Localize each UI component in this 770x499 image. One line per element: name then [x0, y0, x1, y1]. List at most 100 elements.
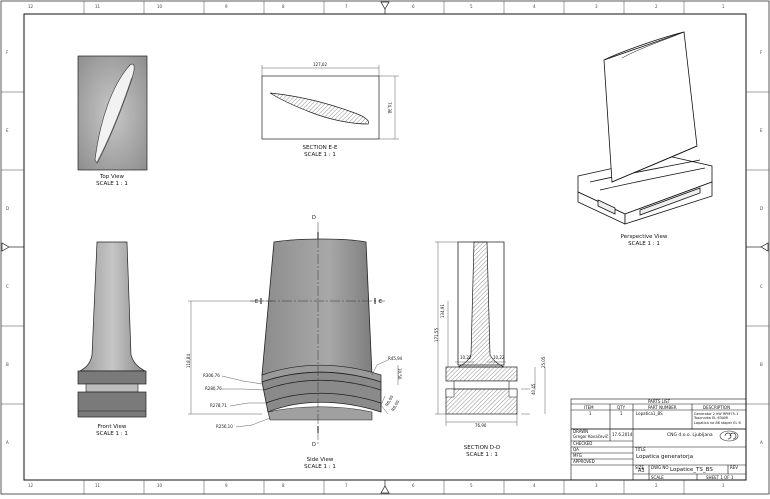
zone-label-right: C	[760, 284, 763, 289]
zone-label-bottom: 2	[655, 483, 658, 488]
dimension-text: 25,05	[541, 356, 546, 368]
section-e-e	[261, 65, 399, 140]
dimension-text: 74,38	[387, 102, 392, 114]
zone-label-top: 10	[157, 4, 163, 9]
parts-list-title: PARTS LIST	[648, 399, 671, 404]
dimension-text: R280,76	[205, 386, 222, 391]
drawing-title: Lopatica generatorja	[636, 454, 694, 460]
zone-label-right: E	[760, 128, 763, 133]
size-value: A3	[638, 468, 645, 474]
dimension-text: 171,55	[434, 328, 439, 342]
company-name: CNG d.o.o. Ljubljana	[667, 433, 713, 438]
zone-label-top: 12	[28, 4, 34, 9]
approved-label: APPROVED	[573, 459, 595, 464]
zone-label-left: C	[6, 284, 9, 289]
dimension-text: R278,71	[210, 403, 227, 408]
parts-list-cell: Lopatica1_BS	[636, 411, 663, 416]
parts-list-header-item: ITEM	[584, 405, 594, 410]
section-d-d-title: SECTION D-D	[463, 445, 501, 451]
parts-list-header-qty: QTY	[617, 405, 626, 410]
zone-label-top: 3	[595, 4, 598, 9]
cut-label-e-left: E	[255, 299, 259, 305]
front-view-label: Front View SCALE 1 : 1	[82, 424, 142, 437]
parts-list-header-description: DESCRIPTION	[703, 405, 731, 410]
drawn-label: DRAWN	[573, 429, 589, 434]
dimension-text: 10,22	[493, 355, 505, 360]
top-view-scale: SCALE 1 : 1	[96, 180, 128, 187]
side-view-label: Side View SCALE 1 : 1	[290, 457, 350, 470]
dimension-text: 118,84	[186, 354, 191, 368]
perspective-view-scale: SCALE 1 : 1	[628, 240, 660, 247]
parts-list-cell: 1	[620, 411, 623, 416]
section-e-e-scale: SCALE 1 : 1	[304, 151, 336, 158]
drawn-by: Gregor Kovačevič	[573, 434, 609, 439]
front-view	[77, 241, 147, 418]
zone-label-left: F	[6, 50, 9, 55]
zone-label-top: 9	[225, 4, 228, 9]
side-view	[188, 222, 399, 445]
rev-label: REV	[730, 465, 739, 470]
dwg-no-label: DWG NO	[651, 465, 669, 470]
parts-list-cell: 1	[589, 411, 592, 416]
zone-label-top: 11	[95, 4, 101, 9]
zone-label-right: D	[760, 206, 764, 211]
dimension-text: R306,76	[203, 373, 220, 378]
zone-label-top: 8	[282, 4, 285, 9]
zone-label-top: 2	[655, 4, 658, 9]
dimension-text: R45,94	[388, 356, 403, 361]
parts-list-cell: Generator 2 kW RPM75-1 Toscnnika EL 63AM…	[694, 412, 741, 425]
perspective-view-label: Perspective View SCALE 1 : 1	[614, 234, 674, 247]
front-view-title: Front View	[97, 424, 127, 430]
section-d-d	[435, 241, 546, 426]
title-label: TITLE	[635, 447, 646, 452]
section-e-e-title: SECTION E-E	[302, 145, 338, 151]
section-d-d-scale: SCALE 1 : 1	[466, 451, 498, 458]
section-e-e-label: SECTION E-E SCALE 1 : 1	[290, 145, 350, 158]
dimension-text: 10,22	[460, 355, 472, 360]
zone-label-bottom: 4	[533, 483, 536, 488]
zone-label-right: B	[760, 362, 763, 367]
zone-label-top: 1	[722, 4, 725, 9]
zone-label-bottom: 9	[225, 483, 228, 488]
zone-label-left: A	[6, 440, 9, 445]
mfg-label: MFG	[573, 453, 582, 458]
zone-label-top: 5	[470, 4, 473, 9]
dimension-text: 10,50	[397, 368, 402, 380]
top-view-title: Top View	[99, 174, 125, 180]
dimension-text: 127,02	[313, 62, 327, 67]
cut-label-e-right: E	[379, 299, 383, 305]
dimension-text: 40,45	[531, 383, 536, 395]
cut-label-d-bottom: D	[312, 442, 316, 448]
dwg-no-value: Lopatice_TS_BS	[670, 467, 713, 473]
zone-label-right: F	[760, 50, 763, 55]
dimension-text: 134,91	[440, 304, 445, 318]
zone-label-bottom: 3	[595, 483, 598, 488]
zone-label-right: A	[760, 440, 763, 445]
zone-label-bottom: 5	[470, 483, 473, 488]
sheet-number: SHEET 1 OF 1	[706, 475, 734, 480]
front-view-scale: SCALE 1 : 1	[96, 430, 128, 437]
dimension-text: 76,90	[475, 423, 487, 428]
drawn-date: 17.6.2014	[612, 432, 633, 437]
zone-label-top: 6	[412, 4, 415, 9]
zone-label-bottom: 1	[722, 483, 725, 488]
scale-label: SCALE	[651, 475, 664, 480]
top-view-label: Top View SCALE 1 : 1	[82, 174, 142, 187]
perspective-view	[577, 31, 713, 225]
dimension-text: R256,10	[216, 424, 233, 429]
zone-label-left: E	[6, 128, 9, 133]
zone-label-bottom: 7	[345, 483, 348, 488]
checked-label: CHECKED	[573, 441, 593, 446]
section-d-d-label: SECTION D-D SCALE 1 : 1	[452, 445, 512, 458]
zone-label-bottom: 6	[412, 483, 415, 488]
zone-label-bottom: 12	[28, 483, 34, 488]
side-view-title: Side View	[306, 457, 334, 463]
zone-label-top: 7	[345, 4, 348, 9]
zone-label-bottom: 10	[157, 483, 163, 488]
zone-label-left: D	[6, 206, 10, 211]
parts-list-header-part-number: PART NUMBER	[648, 405, 677, 410]
